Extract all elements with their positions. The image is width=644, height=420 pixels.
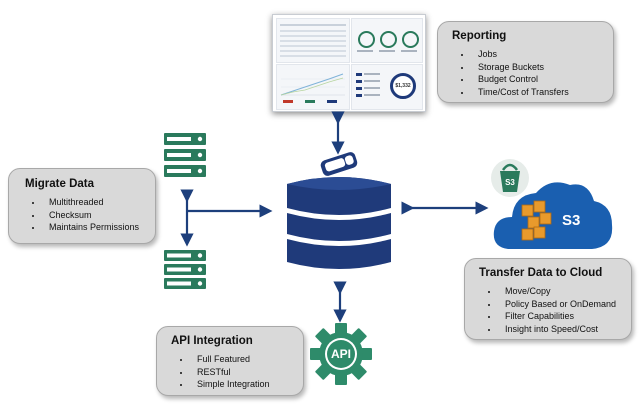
list-item: Full Featured	[191, 353, 293, 366]
list-item: Filter Capabilities	[499, 310, 621, 323]
transfer-data-box: Transfer Data to Cloud Move/Copy Policy …	[464, 258, 632, 340]
list-item: Budget Control	[472, 73, 603, 86]
list-item: Time/Cost of Transfers	[472, 86, 603, 99]
list-item: Checksum	[43, 209, 145, 222]
server-icon	[164, 133, 206, 177]
migrate-data-box: Migrate Data Multithreaded Checksum Main…	[8, 168, 156, 244]
list-item: Policy Based or OnDemand	[499, 298, 621, 311]
api-gear-label: API	[330, 347, 351, 361]
cloud-icon	[493, 182, 613, 249]
server-icon	[164, 250, 206, 289]
database-stack-icon	[286, 152, 392, 269]
migrate-title: Migrate Data	[25, 178, 95, 190]
api-integration-box: API Integration Full Featured RESTful Si…	[156, 326, 304, 396]
list-item: Maintains Permissions	[43, 221, 145, 234]
cloud-s3-label: S3	[562, 212, 581, 229]
migrate-list: Multithreaded Checksum Maintains Permiss…	[25, 196, 145, 234]
list-item: Simple Integration	[191, 378, 293, 391]
transfer-list: Move/Copy Policy Based or OnDemand Filte…	[479, 285, 621, 335]
list-item: Move/Copy	[499, 285, 621, 298]
dashboard-transfer-chart	[276, 64, 350, 110]
dashboard-jobs-table	[276, 18, 350, 63]
budget-donut	[390, 73, 416, 99]
api-title: API Integration	[171, 335, 253, 347]
list-item: Jobs	[472, 48, 603, 61]
api-gear-icon	[310, 323, 372, 385]
dashboard-buckets-panel	[351, 18, 423, 63]
transfer-title: Transfer Data to Cloud	[479, 267, 603, 279]
api-list: Full Featured RESTful Simple Integration	[171, 353, 293, 391]
dashboard-budget-panel: $1,332	[351, 64, 423, 110]
reporting-box: Reporting Jobs Storage Buckets Budget Co…	[437, 21, 614, 103]
list-item: RESTful	[191, 366, 293, 379]
list-item: Insight into Speed/Cost	[499, 323, 621, 336]
reporting-title: Reporting	[452, 30, 507, 42]
reporting-list: Jobs Storage Buckets Budget Control Time…	[452, 48, 603, 98]
list-item: Multithreaded	[43, 196, 145, 209]
s3-bucket-label: S3	[505, 178, 515, 187]
dashboard-screenshot: $1,332	[272, 14, 426, 112]
budget-value: $1,332	[395, 83, 411, 89]
s3-bucket-icon	[491, 159, 529, 197]
list-item: Storage Buckets	[472, 61, 603, 74]
